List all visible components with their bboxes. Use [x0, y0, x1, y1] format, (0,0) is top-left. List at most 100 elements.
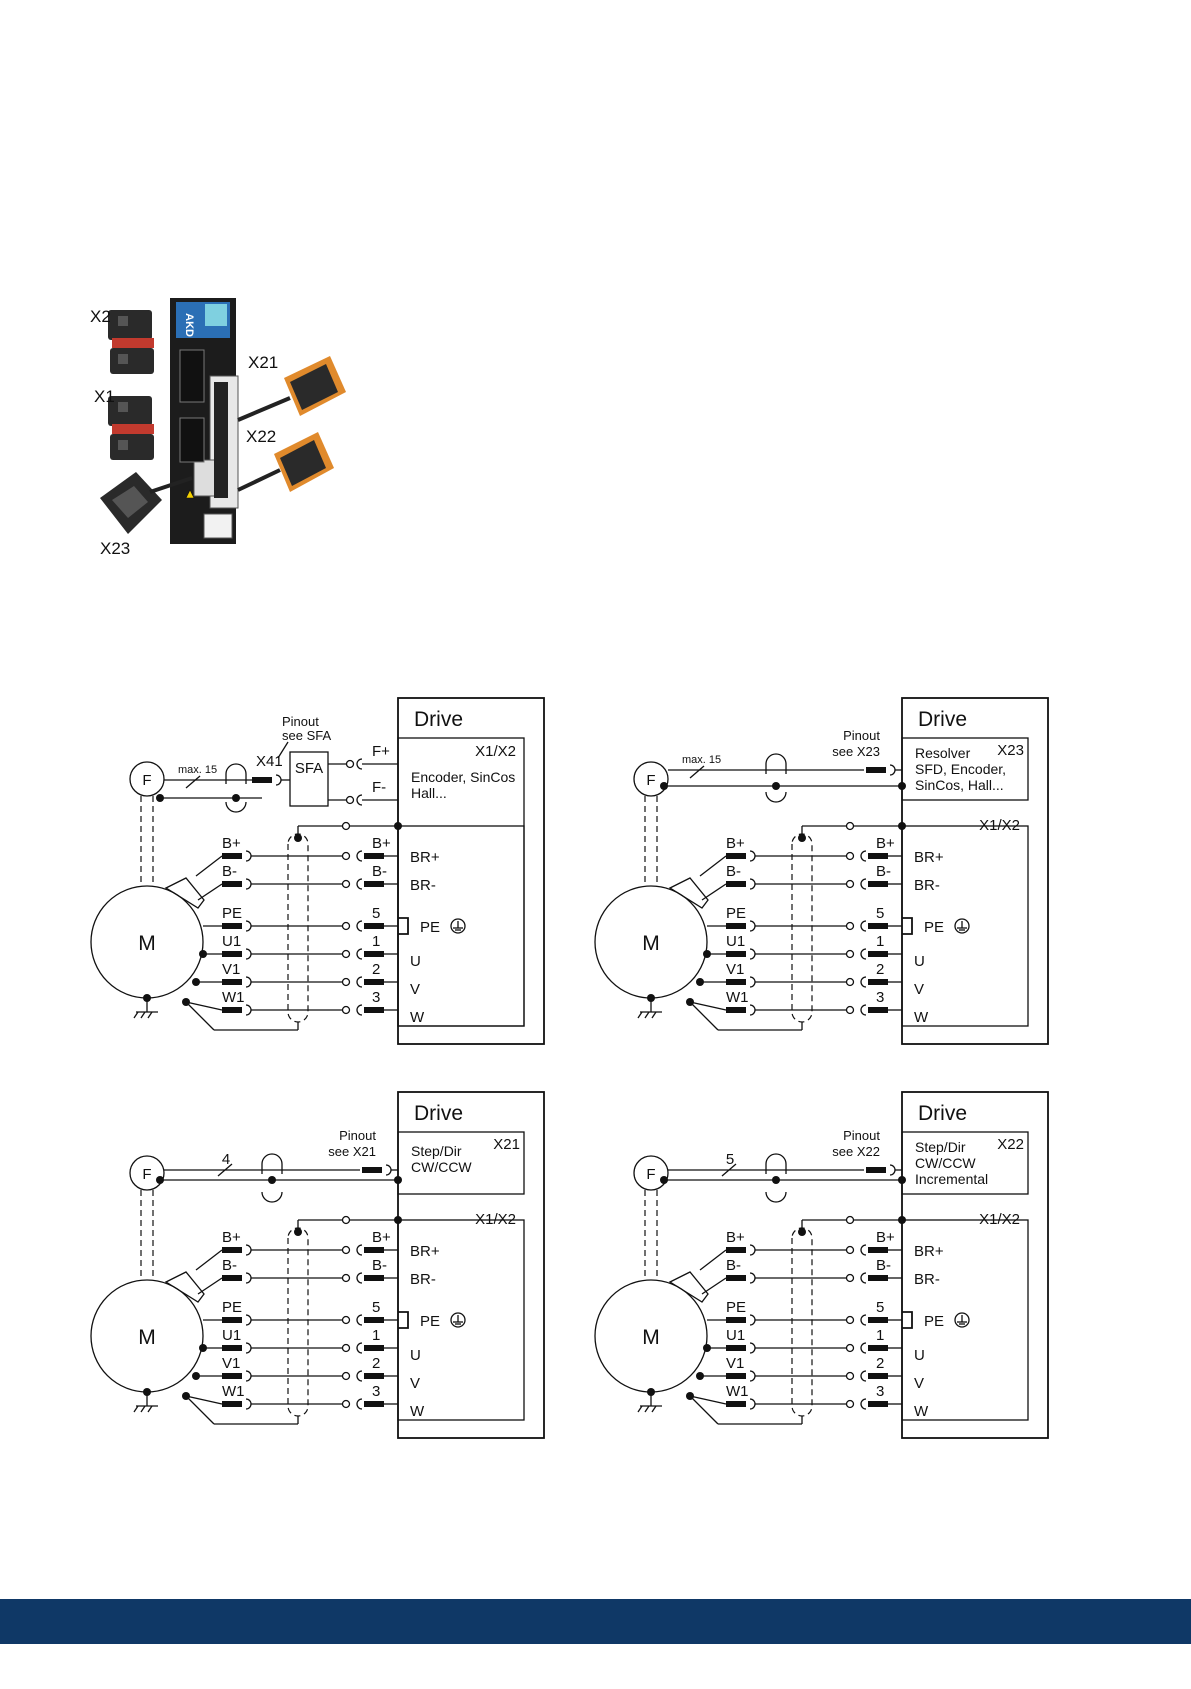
- drive-pin-label: B-: [876, 863, 891, 880]
- pin-bar: [364, 1275, 384, 1281]
- ground-hatch: [644, 1405, 650, 1413]
- junction-dot: [192, 1372, 200, 1380]
- motor-pin-label: U1: [726, 1327, 745, 1344]
- pin-bar: [866, 1167, 886, 1173]
- motor-pin-label: B+: [222, 1229, 241, 1246]
- drive-terminal-label: W: [914, 1403, 929, 1420]
- junction-dot: [898, 822, 906, 830]
- pin-bar: [868, 853, 888, 859]
- terminal-dot: [345, 795, 355, 805]
- ground-hatch: [651, 1405, 657, 1413]
- drive-terminal-label: BR-: [410, 877, 436, 894]
- brand-vertical-text: AKD: [183, 313, 195, 337]
- junction-dot: [294, 1228, 302, 1236]
- sfa-box: [289, 751, 329, 807]
- drive-terminal-label: V: [914, 981, 924, 998]
- motor-pin-label: B+: [726, 835, 745, 852]
- drive-pin-label: 2: [876, 961, 884, 978]
- terminal-dot: [845, 821, 855, 831]
- wire: [185, 1395, 215, 1425]
- drive-x1-socket: [179, 417, 205, 463]
- earth-icon: [954, 1312, 970, 1328]
- ground-hatch: [140, 1011, 146, 1019]
- socket-icon: [245, 878, 252, 890]
- shield-loop-icon: [765, 1153, 787, 1174]
- motor-label: M: [642, 1326, 660, 1349]
- pe-bracket: [398, 917, 409, 935]
- pin-bar: [222, 1373, 242, 1379]
- motor-pin-label: V1: [726, 961, 744, 978]
- wire: [195, 855, 223, 877]
- motor-pin-label: PE: [222, 1299, 242, 1316]
- plug-icon: [860, 878, 867, 890]
- junction-dot: [703, 1344, 711, 1352]
- terminal-dot: [341, 851, 351, 861]
- pin-bar: [364, 1373, 384, 1379]
- socket-icon: [245, 1314, 252, 1326]
- pe-bracket: [902, 1311, 913, 1329]
- socket-icon: [275, 774, 282, 786]
- plug-icon: [356, 1004, 363, 1016]
- label-x22: X22: [246, 427, 276, 446]
- socket-icon: [245, 1004, 252, 1016]
- socket-icon: [749, 1314, 756, 1326]
- socket-icon: [245, 1272, 252, 1284]
- junction-dot: [199, 950, 207, 958]
- wire: [689, 1001, 719, 1031]
- label-x1: X1: [94, 387, 115, 406]
- socket-icon: [749, 1004, 756, 1016]
- motor-label: M: [138, 932, 156, 955]
- motor-pin-label: B-: [726, 1257, 741, 1274]
- power-connector-label: X1/X2: [979, 817, 1020, 834]
- pin-bar: [726, 923, 746, 929]
- pinout-label-line1: Pinout: [843, 1128, 880, 1143]
- plug-icon: [356, 1370, 363, 1382]
- motor-label: M: [138, 1326, 156, 1349]
- f-minus-label: F-: [372, 779, 386, 796]
- pinout-label-line2: see SFA: [282, 728, 331, 743]
- pinout-label-line1: Pinout: [339, 1128, 376, 1143]
- feedback-device-label: F: [646, 772, 655, 789]
- plug-icon: [356, 758, 363, 770]
- feedback-connector-label: X23: [997, 742, 1024, 759]
- terminal-dot: [845, 921, 855, 931]
- terminal-dot: [341, 821, 351, 831]
- brake-icon: [164, 1271, 205, 1303]
- pin-bar: [868, 923, 888, 929]
- terminal-dot: [845, 1005, 855, 1015]
- motor-pin-label: PE: [222, 905, 242, 922]
- drive-pin-label: 1: [372, 1327, 380, 1344]
- feedback-desc-line: Incremental: [915, 1171, 988, 1187]
- drive-pin-label: 3: [876, 1383, 884, 1400]
- feedback-desc-line: CW/CCW: [915, 1155, 976, 1171]
- plug-icon: [860, 850, 867, 862]
- pin-bar: [726, 979, 746, 985]
- plug-icon: [860, 1244, 867, 1256]
- motor-pin-label: U1: [222, 1327, 241, 1344]
- motor-wire-b-minus: B-B-BR-: [197, 1257, 436, 1295]
- drive-terminal-label: U: [410, 953, 421, 970]
- x23-connector: [100, 472, 193, 534]
- pin-bar: [222, 923, 242, 929]
- feedback-desc-line: Step/Dir: [915, 1139, 966, 1155]
- socket-icon: [749, 976, 756, 988]
- pin-bar: [726, 1007, 746, 1013]
- junction-dot: [394, 1176, 402, 1184]
- plug-icon: [356, 878, 363, 890]
- terminal-dot: [341, 921, 351, 931]
- x1-connector: [108, 396, 154, 460]
- junction-dot: [394, 1216, 402, 1224]
- socket-icon: [385, 1164, 392, 1176]
- feedback-device-circle: [129, 761, 165, 797]
- wire: [197, 883, 223, 901]
- drive-pin-label: B+: [876, 835, 895, 852]
- drive-terminal-label: BR-: [914, 1271, 940, 1288]
- terminal-dot: [341, 1215, 351, 1225]
- feedback-desc-line: Resolver: [915, 745, 971, 761]
- drive-pin-label: 5: [372, 1299, 380, 1316]
- power-connector-label: X1/X2: [475, 1211, 516, 1228]
- terminal-dot: [341, 879, 351, 889]
- drive-pin-label: B-: [876, 1257, 891, 1274]
